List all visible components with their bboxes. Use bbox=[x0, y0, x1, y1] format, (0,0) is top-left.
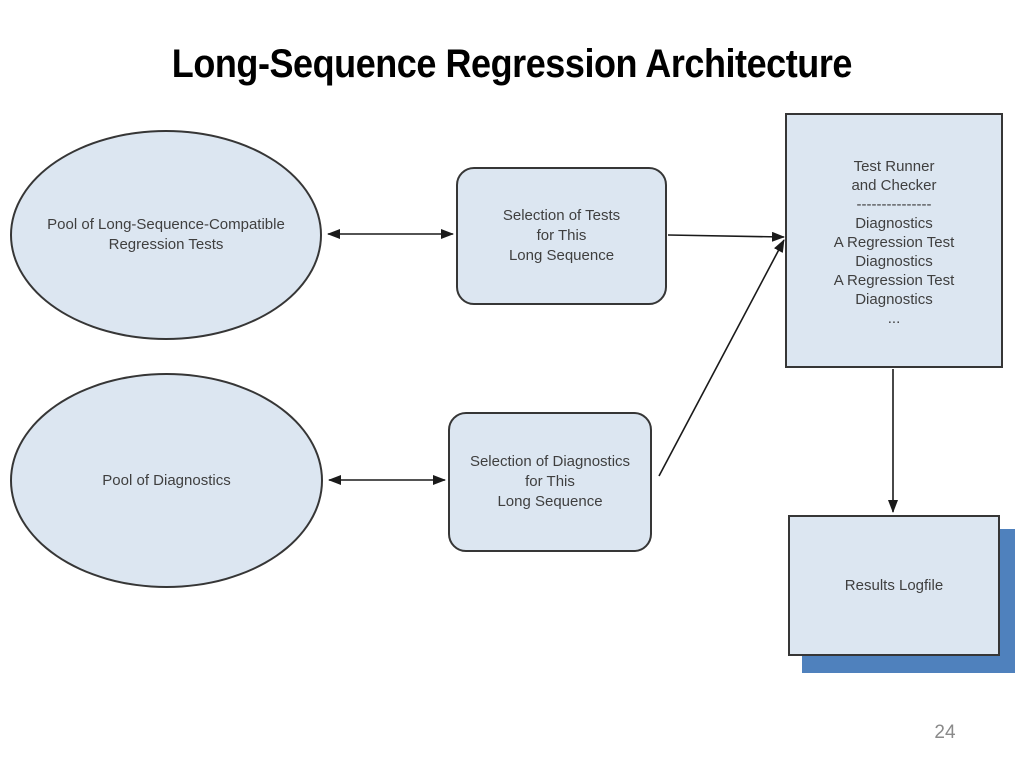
node-label: Test Runner and Checker --------------- … bbox=[833, 158, 955, 327]
slide-title-text: Long-Sequence Regression Architecture bbox=[171, 42, 853, 86]
node-label: Pool of Diagnostics bbox=[102, 471, 231, 489]
node-label: Selection of Diagnostics for This Long S… bbox=[469, 453, 631, 510]
node-pool-diagnostics: Pool of Diagnostics bbox=[10, 373, 323, 588]
node-test-runner-and-checker: Test Runner and Checker --------------- … bbox=[785, 113, 1003, 368]
edge-selectiondiagnostics-testrunner bbox=[658, 239, 785, 477]
node-results-logfile: Results Logfile bbox=[788, 515, 1000, 656]
node-pool-regression-tests: Pool of Long-Sequence-Compatible Regress… bbox=[10, 130, 322, 340]
page-number: 24 bbox=[934, 722, 956, 743]
node-label: Results Logfile bbox=[844, 576, 944, 594]
node-label: Selection of Tests for This Long Sequenc… bbox=[502, 207, 621, 264]
node-selection-of-diagnostics: Selection of Diagnostics for This Long S… bbox=[448, 412, 652, 552]
node-selection-of-tests: Selection of Tests for This Long Sequenc… bbox=[456, 167, 667, 305]
edge-selectiontests-testrunner bbox=[667, 231, 785, 242]
slide-title: Long-Sequence Regression Architecture bbox=[0, 42, 1024, 87]
node-label: Pool of Long-Sequence-Compatible Regress… bbox=[47, 216, 285, 253]
